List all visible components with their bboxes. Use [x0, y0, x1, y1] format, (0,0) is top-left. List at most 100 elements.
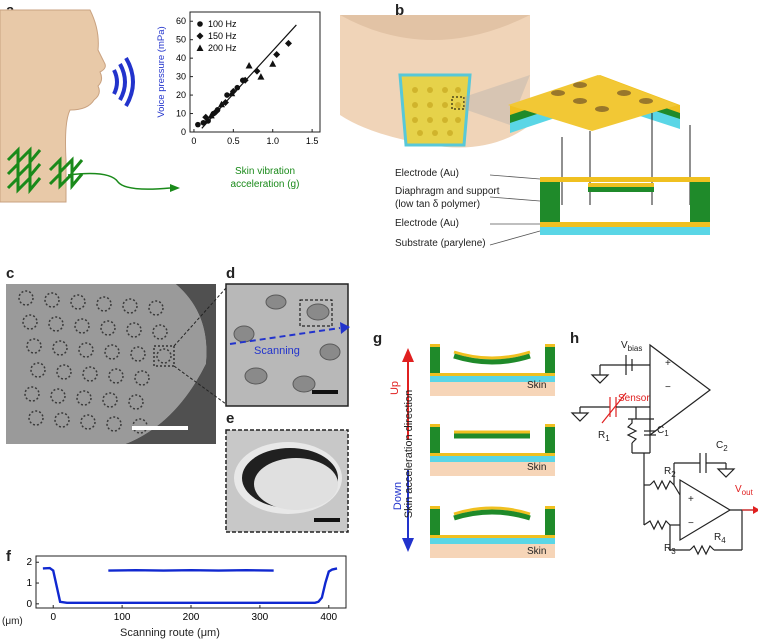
legend-marker-diamond — [196, 32, 204, 40]
plot-frame — [189, 11, 321, 133]
panel-e-sem-image — [225, 429, 349, 533]
label-diaphragm: Diaphragm and support — [395, 186, 500, 197]
support-right — [545, 508, 555, 535]
y-tick-label: 0 — [181, 127, 186, 137]
panel-letter-c: c — [6, 265, 15, 282]
green-arrow — [67, 172, 171, 190]
x-tick-label: 200 — [183, 612, 200, 623]
c1-symbol: C — [657, 425, 665, 436]
point-200hz — [269, 60, 277, 67]
r1-label: R1 — [598, 430, 610, 443]
substrate-layer — [430, 376, 555, 382]
skin-label-2: Skin — [527, 462, 547, 473]
ring-pattern — [156, 348, 172, 364]
y-tick-label: 50 — [176, 35, 186, 45]
r3-subscript: 3 — [671, 547, 676, 556]
x-tick-label: 1.5 — [306, 136, 319, 146]
ring-pattern — [48, 316, 64, 332]
substrate-layer — [430, 538, 555, 544]
legend-label: 150 Hz — [208, 31, 237, 41]
support-right — [545, 346, 555, 373]
ring-pattern — [106, 416, 122, 432]
bottom-electrode — [430, 373, 555, 376]
ring-pattern — [152, 324, 168, 340]
r1-symbol: R — [598, 430, 606, 441]
y-tick-label: 10 — [176, 109, 186, 119]
substrate-layer — [430, 456, 555, 462]
support-left — [430, 508, 440, 535]
panel-c-sem-image — [6, 284, 216, 444]
panel-g-up-label: Up — [389, 380, 402, 396]
r2-label: R2 — [664, 466, 676, 479]
panel-letter-g: g — [373, 330, 383, 347]
point-200hz — [257, 73, 265, 80]
ring-pattern — [74, 318, 90, 334]
point-200hz — [228, 89, 236, 97]
zoom-lines-c-d — [173, 287, 227, 405]
device-state-2 — [430, 424, 555, 476]
diaphragm — [453, 353, 531, 365]
y-tick-label: 30 — [176, 72, 186, 82]
sensor-patch — [398, 73, 472, 147]
ring-pattern — [28, 410, 44, 426]
ring-pattern — [30, 362, 46, 378]
diaphragm — [453, 509, 531, 521]
vbias-label: Vbias — [621, 340, 642, 353]
r1-subscript: 1 — [605, 434, 610, 443]
point-150hz — [273, 50, 281, 58]
ring-pattern — [52, 340, 68, 356]
point-100hz — [234, 84, 241, 91]
point-150hz — [284, 39, 292, 47]
top-electrode-right — [545, 506, 555, 509]
y-tick-label: 2 — [26, 557, 32, 568]
skin-layer — [430, 382, 555, 396]
point-100hz — [224, 92, 230, 98]
device-state-3 — [430, 506, 555, 558]
y-axis-label: Voice pressure (mPa) — [156, 26, 167, 117]
top-electrode-left — [430, 424, 440, 427]
panel-f-yunit: (μm) — [2, 616, 23, 627]
diaphragm-electrode — [453, 350, 531, 360]
sound-wave-icon — [112, 56, 135, 108]
point-100hz — [195, 121, 201, 128]
panel-letter-b: b — [395, 2, 405, 19]
diaphragm-electrode — [453, 506, 531, 516]
x-tick-label: 0.5 — [227, 136, 240, 146]
panel-g-illustration — [402, 344, 555, 558]
opamp-2-icon — [679, 478, 732, 542]
point-150hz — [253, 67, 261, 75]
r3-symbol: R — [664, 543, 672, 554]
ring-pattern — [18, 290, 34, 306]
r4-symbol: R — [714, 532, 722, 543]
point-150hz — [212, 108, 220, 116]
panel-letter-e: e — [226, 410, 235, 427]
panel-g-down-label: Down — [392, 481, 405, 511]
x-tick-label: 100 — [114, 612, 131, 623]
y-tick-label: 0 — [26, 599, 32, 610]
ring-pattern — [70, 294, 86, 310]
ring-pattern — [96, 296, 112, 312]
point-150hz — [221, 98, 229, 106]
ring-pattern — [130, 346, 146, 362]
top-electrode-right — [545, 424, 555, 427]
panel-a-illustration — [0, 9, 180, 203]
plot-frame — [35, 555, 347, 609]
ring-pattern — [126, 322, 142, 338]
panel-letter-f: f — [6, 548, 11, 565]
panel-g-axis-label: Skin acceleration direction — [403, 389, 415, 519]
scale-bar-c — [132, 426, 188, 430]
y-tick-label: 20 — [176, 90, 186, 100]
r2-subscript: 2 — [671, 470, 676, 479]
label-substrate: Substrate (parylene) — [395, 238, 486, 249]
panel-d-sem-image — [225, 283, 350, 407]
x-tick-label: 0 — [191, 136, 196, 146]
ring-pattern — [22, 314, 38, 330]
label-electrode-top: Electrode (Au) — [395, 168, 459, 179]
label-electrode-bottom: Electrode (Au) — [395, 218, 459, 229]
scale-bar-e — [314, 518, 340, 522]
panel-letter-h: h — [570, 330, 580, 347]
ring-pattern — [50, 388, 66, 404]
vout-subscript: out — [741, 488, 753, 497]
